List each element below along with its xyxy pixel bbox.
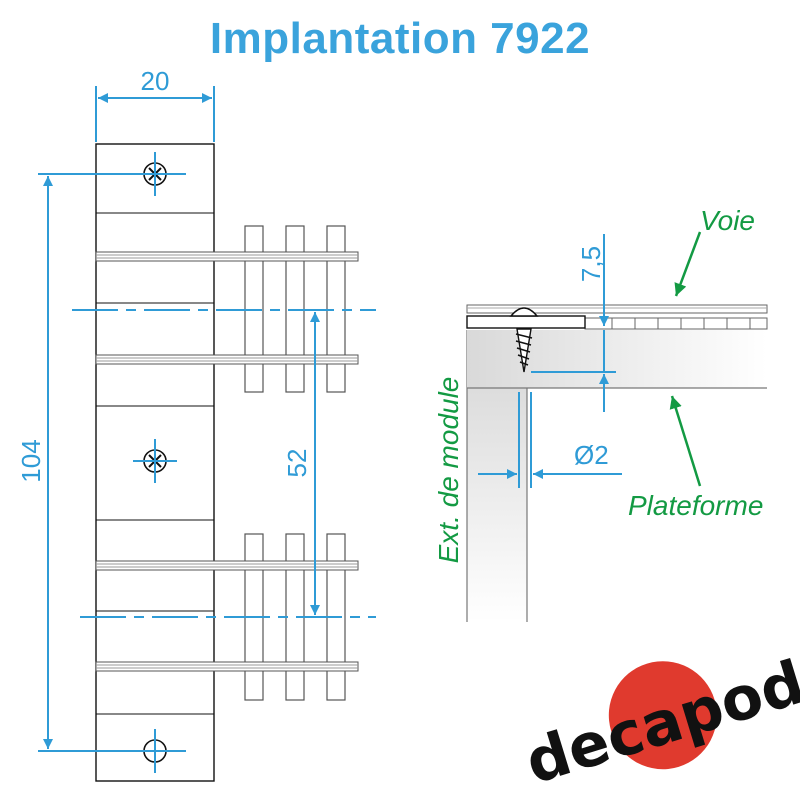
label-pointers: [669, 231, 702, 487]
label-track: Voie: [700, 205, 755, 236]
wood-screw-icon: [509, 307, 539, 373]
dimension-height: 104: [16, 439, 46, 482]
bar-segments: [96, 212, 214, 715]
label-platform: Plateforme: [628, 490, 763, 521]
dimension-lines: [38, 86, 376, 773]
dimension-diameter: Ø2: [574, 440, 609, 470]
section-dimensions: [478, 234, 622, 488]
rail: [95, 354, 359, 365]
dimension-spacing: 52: [282, 449, 312, 478]
decapod-logo: decapod: [518, 647, 800, 798]
dimension-thickness: 7,5: [576, 246, 606, 282]
track-profile: [466, 304, 768, 330]
rail: [95, 560, 359, 571]
dimension-width: 20: [141, 66, 170, 96]
support-plate: [466, 315, 586, 329]
rail: [95, 661, 359, 672]
logo-dot: [608, 661, 717, 770]
platform-board: [467, 330, 767, 388]
label-module-edge: Ext. de module: [433, 377, 464, 564]
top-view: 20 104 52: [16, 66, 376, 782]
section-view: 7,5 Ø2 Voie Plateforme Ext. de module: [433, 205, 768, 622]
page-title: Implantation 7922: [209, 14, 591, 63]
rail: [95, 251, 359, 262]
